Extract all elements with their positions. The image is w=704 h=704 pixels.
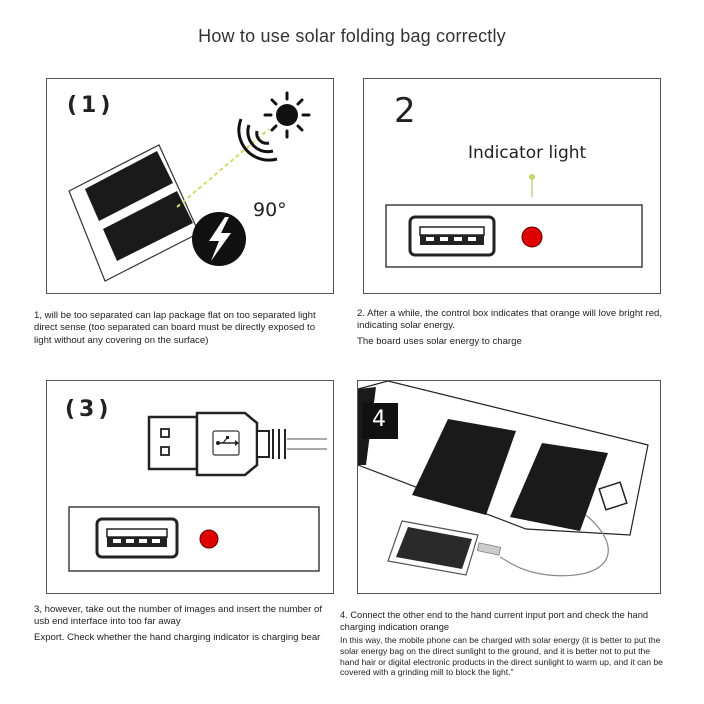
lightning-icon xyxy=(192,212,246,266)
step-1-illustration xyxy=(68,91,311,282)
panel-step-2: 2 Indicator light xyxy=(363,78,661,294)
step-2-caption-text-2: The board uses solar energy to charge xyxy=(357,335,522,347)
step-3-caption-text-2: Export. Check whether the hand charging … xyxy=(34,631,321,643)
step-2-caption-text-1: 2. After a while, the control box indica… xyxy=(357,308,663,332)
step-1-number: (1) xyxy=(67,93,115,118)
indicator-light-label: Indicator light xyxy=(468,143,587,163)
step-2-caption: 2. After a while, the control box indica… xyxy=(357,308,667,348)
indicator-light xyxy=(521,226,543,248)
phone-icon xyxy=(387,520,502,576)
panel-step-4: 4 xyxy=(357,380,661,594)
solar-cell-top xyxy=(85,151,173,221)
signal-waves-icon xyxy=(237,118,278,162)
panel-step-1: (1) 90° xyxy=(46,78,334,294)
step-3-number: (3) xyxy=(65,397,113,422)
angle-label: 90° xyxy=(253,199,287,221)
usb-symbol-icon xyxy=(212,430,240,456)
solar-cell-bottom xyxy=(103,191,193,261)
step-4-caption-text-1: 4. Connect the other end to the hand cur… xyxy=(340,610,649,632)
step-4-number: 4 xyxy=(372,407,386,432)
charging-cable xyxy=(499,514,609,577)
solar-bag xyxy=(358,381,649,536)
light-beam xyxy=(176,128,270,208)
step-4-caption: 4. Connect the other end to the hand cur… xyxy=(340,610,670,678)
usb-port-icon xyxy=(95,517,179,559)
step-2-illustration xyxy=(385,174,643,268)
step-4-illustration xyxy=(358,381,649,577)
sun-icon xyxy=(263,91,311,139)
usb-port-icon xyxy=(408,215,496,257)
step-3-caption: 3, however, take out the number of image… xyxy=(34,604,334,644)
step-3-caption-text-1: 3, however, take out the number of image… xyxy=(34,604,322,628)
panel-step-3: (3) xyxy=(46,380,334,594)
step-4-badge xyxy=(362,403,398,439)
step-3-illustration xyxy=(68,411,327,572)
indicator-light xyxy=(199,529,219,549)
step-1-caption: 1, will be too separated can lap package… xyxy=(34,310,332,347)
indicator-dot xyxy=(529,174,535,180)
page-title: How to use solar folding bag correctly xyxy=(198,26,506,46)
step-4-caption-text-2: In this way, the mobile phone can be cha… xyxy=(340,635,663,678)
step-2-number: 2 xyxy=(394,91,416,131)
step-1-caption-text: 1, will be too separated can lap package… xyxy=(34,310,316,346)
